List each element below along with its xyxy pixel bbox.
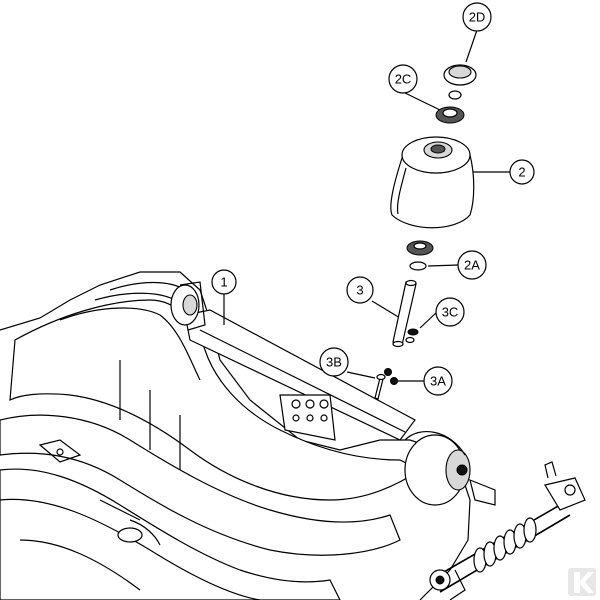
callout-1: 1 (211, 269, 237, 295)
callout-2a: 2A (457, 250, 487, 280)
callout-1-label: 1 (220, 275, 227, 290)
callout-2c: 2C (388, 64, 418, 94)
callout-3b: 3B (319, 347, 349, 377)
brand-logo-watermark (568, 568, 596, 596)
callout-2d-label: 2D (469, 10, 486, 25)
cap-part-2d (443, 64, 477, 86)
roller-part-2 (390, 136, 475, 229)
bearing-part-2c (435, 106, 465, 124)
steering-linkage (429, 461, 586, 600)
callout-2d: 2D (462, 2, 492, 32)
nut-part-3a (384, 368, 398, 385)
callout-3: 3 (346, 276, 374, 304)
callout-2c-label: 2C (395, 72, 412, 87)
callout-3a: 3A (423, 366, 453, 396)
callout-2-label: 2 (518, 165, 525, 180)
callout-2: 2 (509, 159, 535, 185)
shaft-part-3 (392, 279, 417, 348)
axle-bar-part-1 (170, 281, 496, 506)
callout-3c: 3C (435, 297, 465, 327)
machine-frame (0, 271, 471, 600)
callout-3-label: 3 (356, 283, 363, 298)
callout-2a-label: 2A (464, 258, 480, 273)
bolt-part-3b (374, 373, 386, 400)
callout-3b-label: 3B (326, 355, 342, 370)
callout-3a-label: 3A (430, 374, 446, 389)
washer-part-2a (409, 261, 427, 271)
bearing-bottom (406, 240, 434, 256)
nut-part-3c (405, 328, 419, 344)
retaining-ring (448, 90, 462, 100)
callout-3c-label: 3C (442, 305, 459, 320)
